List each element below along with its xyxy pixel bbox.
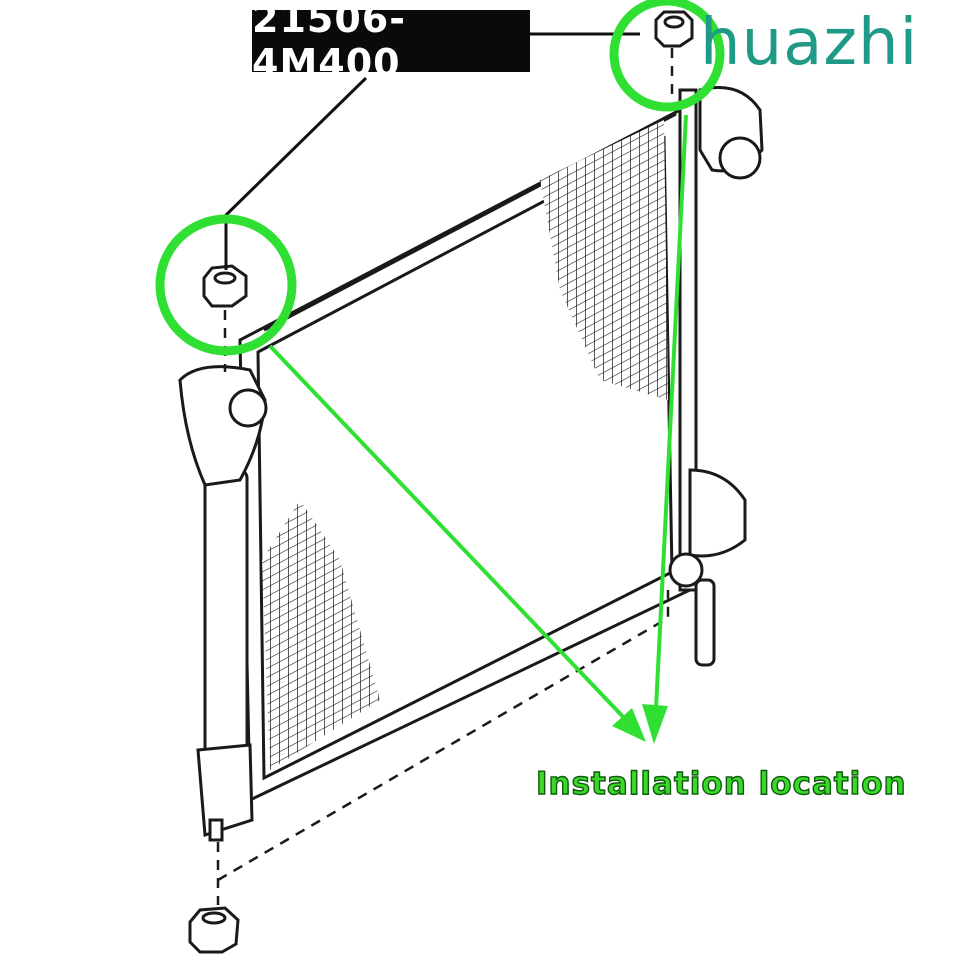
part-number-label: 21506-4M400 [252,0,530,85]
core-mesh-lower [262,500,380,770]
right-tank [668,86,764,667]
highlight-circle-right [609,0,725,112]
highlight-circle-left [155,214,297,356]
bushing-icon [188,10,694,954]
mounting-guides [216,48,674,905]
left-tank [178,365,268,842]
core-mesh-upper [540,120,668,400]
pointer-arrows [268,114,688,744]
installation-location-caption: Installation location [535,765,907,802]
watermark-text: huazhi [700,6,919,80]
